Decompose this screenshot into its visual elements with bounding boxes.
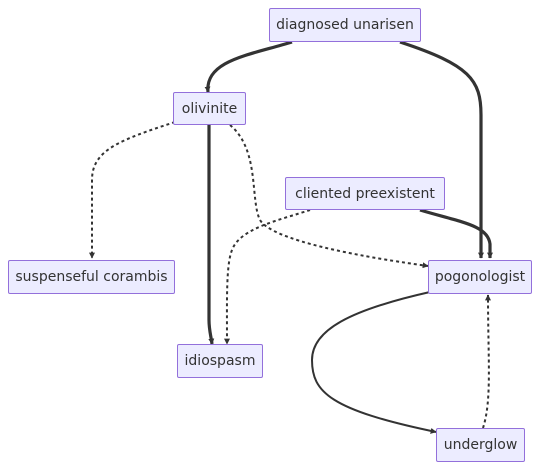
edge-pogonologist-to-underglow [310, 291, 437, 434]
node-diagnosed-unarisen[interactable]: diagnosed unarisen [269, 8, 421, 42]
node-suspenseful-corambis[interactable]: suspenseful corambis [8, 260, 175, 294]
edge-diagnosed-unarisen-to-olivinite [204, 40, 293, 93]
node-olivinite[interactable]: olivinite [173, 92, 246, 125]
edge-diagnosed-unarisen-to-pogonologist [399, 40, 484, 259]
edge-cliented-preexistent-to-idiospasm [223, 209, 311, 345]
node-pogonologist[interactable]: pogonologist [428, 260, 532, 294]
edge-cliented-preexistent-to-pogonologist [419, 208, 493, 259]
node-underglow[interactable]: underglow [436, 428, 525, 462]
edge-olivinite-to-suspenseful-corambis [89, 121, 176, 259]
node-idiospasm[interactable]: idiospasm [177, 344, 263, 378]
edge-olivinite-to-idiospasm [207, 125, 215, 345]
edge-underglow-to-pogonologist [482, 294, 492, 429]
node-cliented-preexistent[interactable]: cliented preexistent [285, 177, 445, 210]
edge-olivinite-to-pogonologist [229, 124, 429, 269]
